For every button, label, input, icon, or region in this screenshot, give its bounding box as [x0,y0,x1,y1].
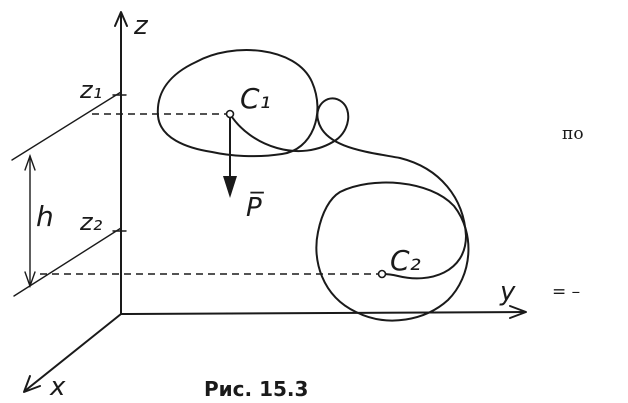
z1-label: z₁ [79,76,102,104]
body-2-outline [315,181,470,322]
z2-oblique-line [13,227,122,297]
y-axis-arrowhead [509,305,527,319]
x-axis-arrowhead [23,375,41,393]
x-axis [25,313,122,391]
figure-caption: Рис. 15.3 [204,377,309,401]
z-axis-label: z [133,11,149,41]
y-axis-label: y [499,277,516,307]
c2-point [377,269,387,279]
c1-label: C₁ [240,82,271,115]
c2-label: C₂ [390,244,421,277]
z-axis-arrowhead [114,11,128,27]
side-text-word: по [562,124,584,144]
h-bottom-arrowhead [24,271,36,289]
trajectory-curve [229,97,467,280]
weight-label: P̅ [246,191,265,223]
h-label: h [36,200,54,233]
side-text-equation: = – [552,282,581,302]
z2-label: z₂ [79,208,103,236]
c1-point [225,109,235,119]
y-axis [120,311,526,315]
weight-vector-arrowhead [223,176,237,198]
x-axis-label: x [49,372,66,402]
z1-oblique-line [11,91,122,161]
body-1-outline [156,49,319,158]
h-top-arrowhead [24,153,36,171]
